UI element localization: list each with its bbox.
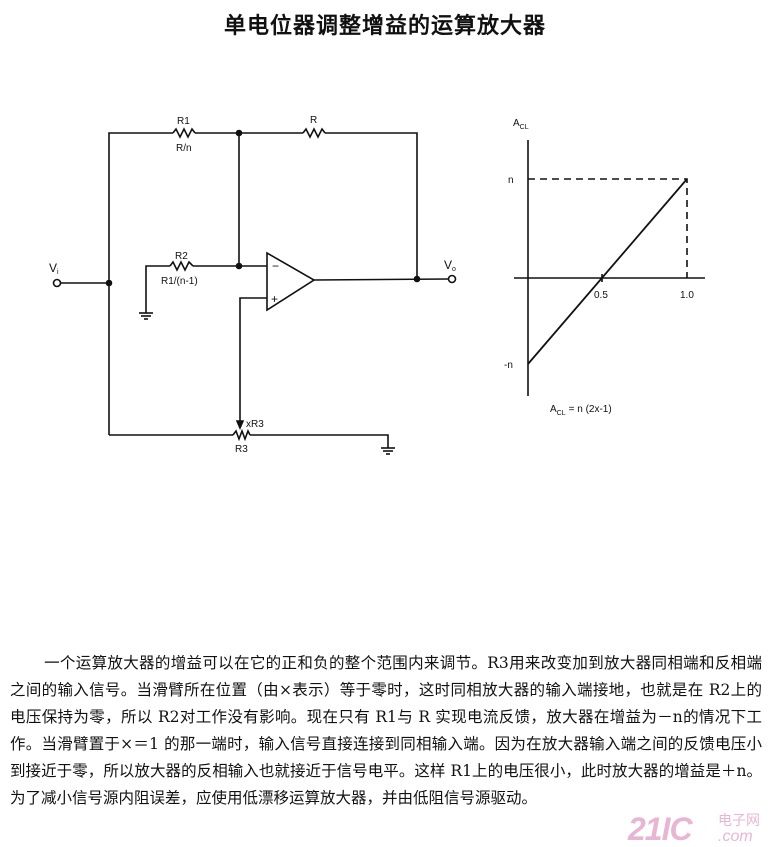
ytick-n: n <box>508 175 514 186</box>
r1-label: R1 <box>177 116 190 127</box>
watermark-cn: 电子网 <box>718 812 760 828</box>
y-axis-label: ACL <box>513 118 529 131</box>
gain-formula: ACL= n (2x-1) <box>550 404 612 417</box>
resistor-r <box>302 127 326 139</box>
potentiometer-r3 <box>232 428 251 442</box>
xtick-0-5: 0.5 <box>594 290 608 301</box>
output-terminal <box>447 274 457 284</box>
watermark-21ic: 21IC <box>628 811 693 847</box>
wiper-label: xR3 <box>246 419 264 430</box>
junction-dots <box>105 129 421 287</box>
resistor-r1 <box>172 127 196 139</box>
r2-value: R1/(n-1) <box>161 276 198 287</box>
gain-chart <box>514 140 705 396</box>
ytick-minus-n: -n <box>504 360 513 371</box>
plus-sign: + <box>271 292 278 306</box>
description-paragraph: 一个运算放大器的增益可以在它的正和负的整个范围内来调节。R3用来改变加到放大器同… <box>10 654 762 807</box>
input-label: Vi <box>49 261 59 276</box>
ground-icon <box>381 447 395 455</box>
ground-icon <box>139 312 153 320</box>
output-label: Vo <box>444 258 456 273</box>
watermark-com: .com <box>718 828 753 845</box>
wiper-arrow-icon <box>235 420 245 431</box>
minus-sign: − <box>272 259 279 273</box>
watermark-logo: 21IC 电子网 .com <box>628 813 768 847</box>
input-terminal <box>52 278 62 288</box>
wires <box>61 132 449 448</box>
page-title: 单电位器调整增益的运算放大器 <box>223 14 546 39</box>
r3-label: R3 <box>235 444 248 455</box>
xtick-1-0: 1.0 <box>680 290 694 301</box>
r-label: R <box>310 115 317 126</box>
r2-label: R2 <box>175 251 188 262</box>
dashed-guide <box>528 178 688 278</box>
r1-value: R/n <box>176 143 192 154</box>
gain-line <box>527 178 688 365</box>
resistor-r2 <box>169 260 194 272</box>
opamp-triangle <box>266 251 316 312</box>
